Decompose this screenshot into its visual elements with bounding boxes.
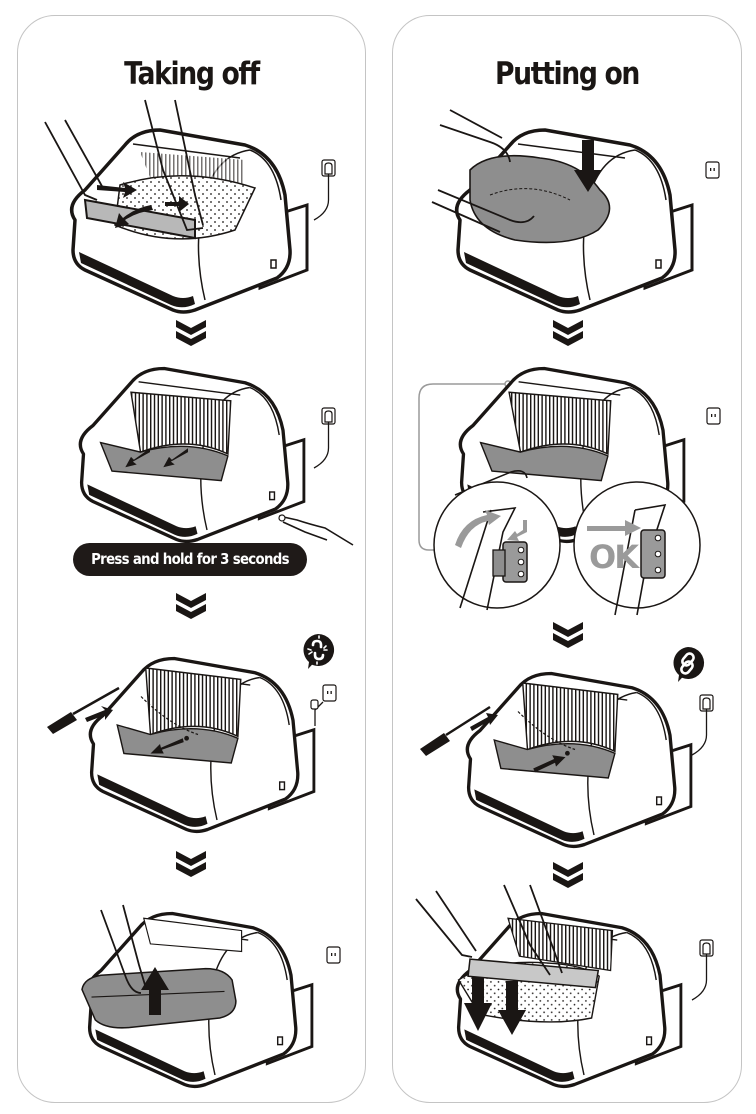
ok-detail-circle: OK: [573, 481, 701, 616]
putting-on-step-2-illustration: OK: [415, 360, 740, 620]
hook-detail-circle: [433, 481, 561, 611]
svg-text:OK: OK: [589, 538, 640, 576]
taking-off-step-3-illustration: [35, 630, 355, 840]
chevron-down-icon: [176, 851, 206, 877]
unlink-icon: [303, 633, 335, 669]
putting-on-step-1-illustration: [410, 100, 740, 315]
link-icon: [673, 646, 705, 682]
taking-off-title: Taking off: [124, 56, 260, 92]
putting-on-step-3-illustration: [412, 645, 737, 855]
press-hold-callout: Press and hold for 3 seconds: [73, 543, 307, 576]
chevron-down-icon: [176, 320, 206, 346]
taking-off-step-2-illustration: [35, 360, 355, 546]
putting-on-step-4-illustration: [412, 884, 737, 1095]
chevron-down-icon: [553, 320, 583, 346]
taking-off-step-4-illustration: [45, 885, 355, 1095]
chevron-down-icon: [176, 593, 206, 619]
taking-off-step-1-illustration: [35, 99, 355, 315]
putting-on-title: Putting on: [494, 56, 640, 92]
